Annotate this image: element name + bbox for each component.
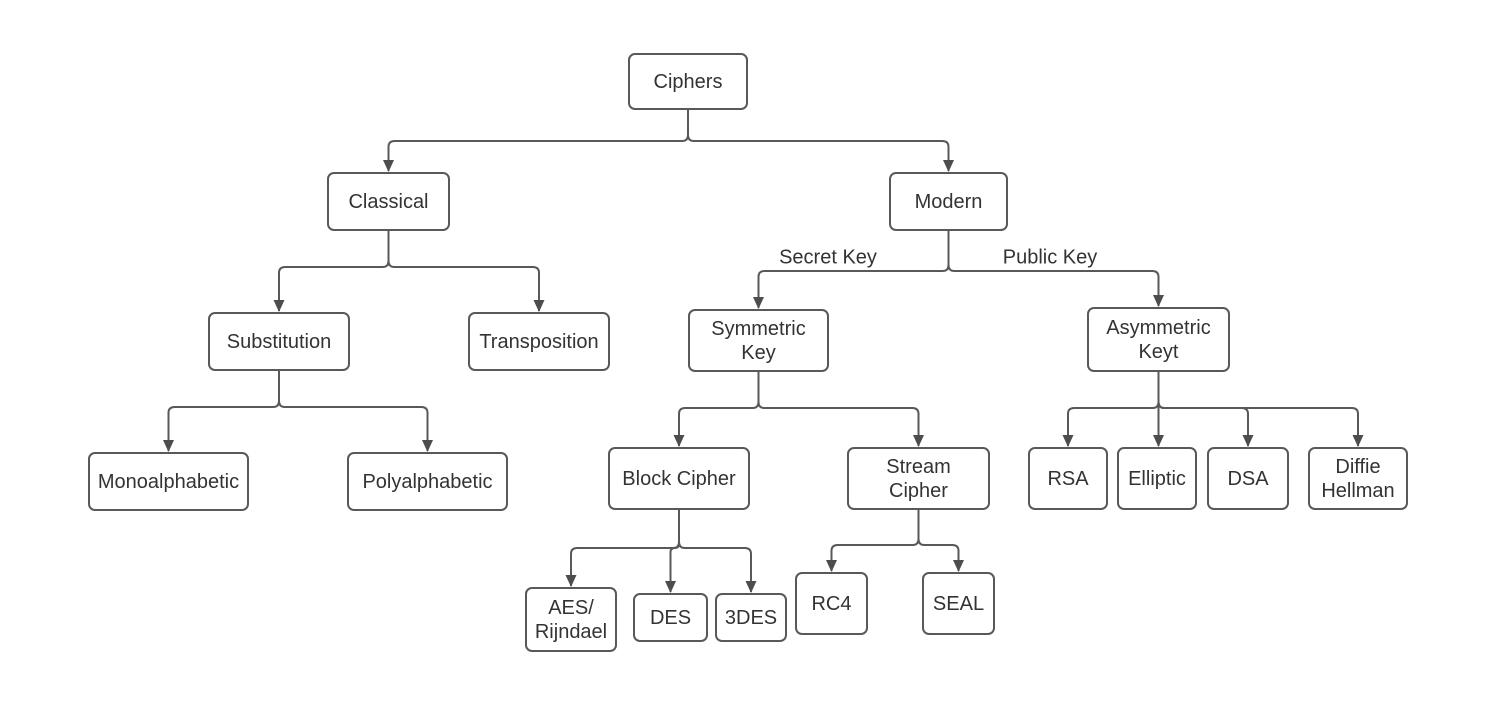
node-3des: 3DES — [715, 593, 787, 642]
node-elliptic: Elliptic — [1117, 447, 1197, 510]
connector-block_cipher-three_des — [678, 510, 757, 593]
connector-symmetric_key-stream_cipher — [757, 372, 924, 447]
node-aes-rijndael: AES/ Rijndael — [525, 587, 617, 652]
node-substitution: Substitution — [208, 312, 350, 371]
edge-label-public-key: Public Key — [1000, 246, 1100, 270]
node-polyalphabetic: Polyalphabetic — [347, 452, 508, 511]
connector-stream_cipher-seal — [917, 510, 964, 572]
connector-asymmetric_key-diffie_hellman — [1157, 372, 1364, 447]
node-asymmetric-key: Asymmetric Keyt — [1087, 307, 1230, 372]
node-transposition: Transposition — [468, 312, 610, 371]
node-ciphers: Ciphers — [628, 53, 748, 110]
connector-block_cipher-aes_rijndael — [565, 510, 680, 587]
connector-modern-asymmetric_key — [947, 231, 1164, 307]
node-monoalphabetic: Monoalphabetic — [88, 452, 249, 511]
connector-classical-substitution — [273, 231, 390, 312]
connector-substitution-monoalphabetic — [163, 371, 280, 452]
connector-substitution-polyalphabetic — [278, 371, 433, 452]
node-block-cipher: Block Cipher — [608, 447, 750, 510]
node-symmetric-key: Symmetric Key — [688, 309, 829, 372]
node-seal: SEAL — [922, 572, 995, 635]
node-rc4: RC4 — [795, 572, 868, 635]
node-rsa: RSA — [1028, 447, 1108, 510]
connector-ciphers-classical — [383, 110, 689, 172]
node-des: DES — [633, 593, 708, 642]
connector-block_cipher-des — [665, 510, 680, 593]
node-diffie-hellman: Diffie Hellman — [1308, 447, 1408, 510]
connector-ciphers-modern — [687, 110, 954, 172]
edge-label-secret-key: Secret Key — [777, 246, 879, 270]
node-modern: Modern — [889, 172, 1008, 231]
connector-modern-symmetric_key — [753, 231, 950, 309]
node-classical: Classical — [327, 172, 450, 231]
connector-classical-transposition — [387, 231, 545, 312]
connector-asymmetric_key-rsa — [1062, 372, 1160, 447]
node-dsa: DSA — [1207, 447, 1289, 510]
node-stream-cipher: Stream Cipher — [847, 447, 990, 510]
connector-symmetric_key-block_cipher — [673, 372, 760, 447]
connector-stream_cipher-rc4 — [826, 510, 920, 572]
